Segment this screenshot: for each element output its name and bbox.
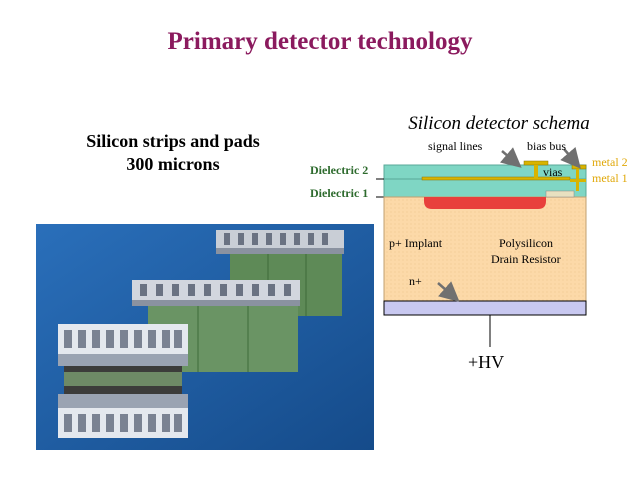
module-middle (132, 280, 300, 372)
label-metal-2: metal 2 (592, 155, 628, 169)
schema-title: Silicon detector schema (408, 113, 590, 134)
label-dielectric-1: Dielectric 1 (310, 186, 369, 200)
label-vias: vias (543, 165, 563, 179)
label-drain-resistor: Drain Resistor (491, 252, 561, 266)
module-front (58, 324, 188, 438)
metal-1-line (421, 176, 571, 181)
label-metal-1: metal 1 (592, 171, 628, 185)
silicon-detector-schema (376, 147, 587, 347)
label-polysilicon: Polysilicon (499, 236, 554, 250)
arrow-bias-bus (560, 147, 581, 169)
page-title: Primary detector technology (167, 28, 473, 55)
p-implant (424, 197, 546, 209)
label-signal-lines: signal lines (428, 139, 483, 153)
heading-line-1: Silicon strips and pads (86, 131, 260, 151)
label-hv: +HV (468, 352, 505, 372)
silicon-detector-modules-photo (36, 224, 374, 450)
backplane (383, 300, 587, 316)
label-bias-bus: bias bus (527, 139, 566, 153)
polysilicon-resistor (545, 190, 575, 198)
arrow-signal-lines (500, 147, 522, 168)
arrow-n-plus (437, 281, 460, 302)
metal-1-pad (570, 179, 586, 182)
label-p-implant: p+ Implant (389, 236, 443, 250)
left-heading: Silicon strips and pads 300 microns (40, 130, 306, 176)
label-n-plus: n+ (409, 274, 422, 288)
silicon-bulk (383, 196, 587, 302)
heading-line-2: 300 microns (126, 154, 220, 174)
metal-2-pad (571, 164, 587, 170)
label-dielectric-2: Dielectric 2 (310, 163, 369, 177)
via-bias (534, 165, 538, 179)
